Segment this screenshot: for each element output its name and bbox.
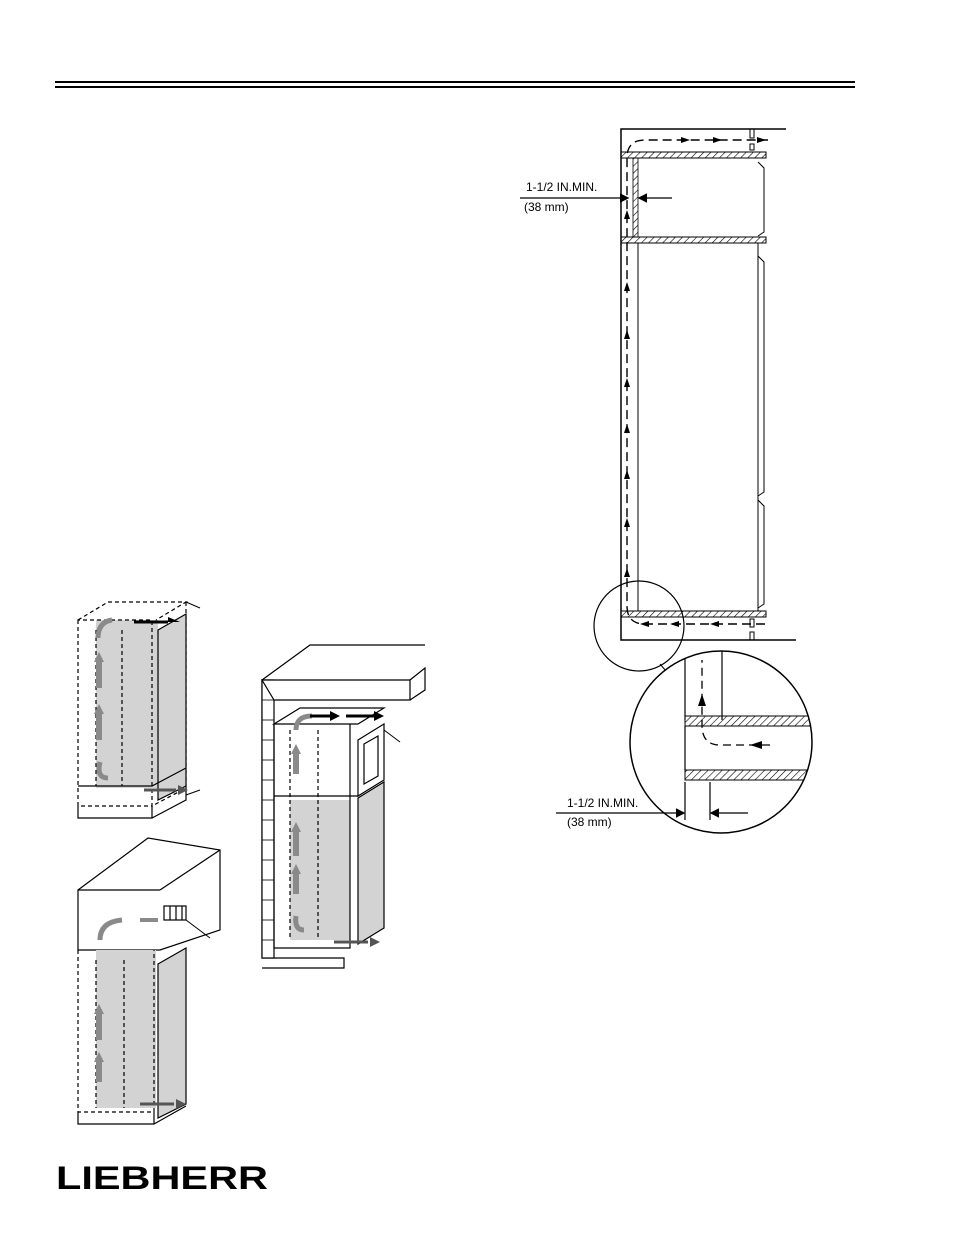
liebherr-logo: LIEBHERR <box>56 1162 268 1192</box>
variant-3-cabinet <box>262 645 425 968</box>
svg-text:LIEBHERR: LIEBHERR <box>56 1160 268 1196</box>
